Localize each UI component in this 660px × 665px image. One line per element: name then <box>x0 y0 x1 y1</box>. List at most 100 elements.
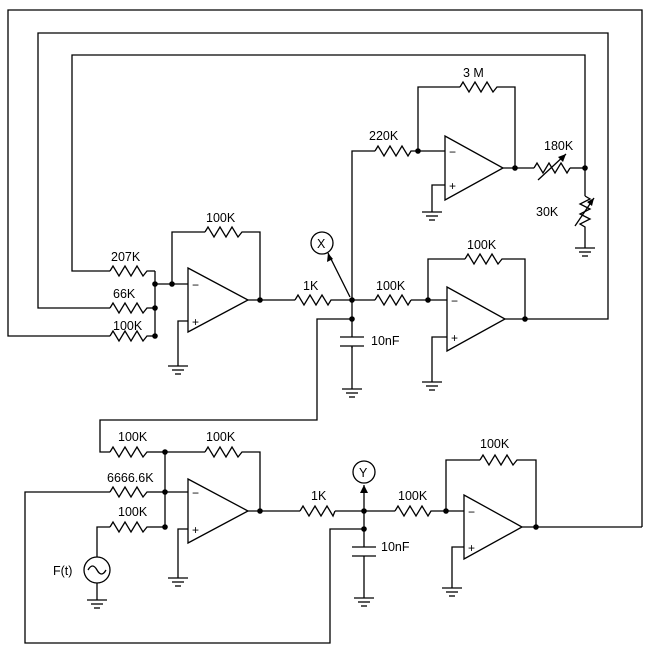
wires <box>7 9 643 644</box>
opamp-minus-sign: − <box>449 145 456 159</box>
label-probe-x: X <box>317 237 326 251</box>
probe-y <box>352 460 376 493</box>
label-r-bot2-fb: 100K <box>480 437 510 451</box>
grounds <box>87 211 595 609</box>
ground-symbol <box>168 365 188 375</box>
wire-node-x-up <box>351 150 375 300</box>
wire-source <box>96 526 110 557</box>
label-r-30k: 30K <box>536 205 559 219</box>
junction-dot <box>257 297 263 303</box>
label-r-207k: 207K <box>111 250 141 264</box>
ground-symbol <box>342 388 362 398</box>
wire-gnd4 <box>177 528 188 578</box>
junction-dot <box>415 148 421 154</box>
resistor-66k <box>109 301 150 315</box>
junction-dot <box>512 165 518 171</box>
opamp-minus-sign: − <box>192 486 199 500</box>
opamp-bottom-left: − + <box>187 477 250 545</box>
wire-gnd5 <box>451 546 464 588</box>
junction-dot <box>169 281 175 287</box>
opamp-minus-sign: − <box>192 278 199 292</box>
probe-x <box>310 231 351 298</box>
resistor-top-1k <box>294 293 333 307</box>
probe-x-arrowhead <box>327 253 333 262</box>
opamp-bottom-right: − + <box>463 493 524 561</box>
label-source: F(t) <box>53 564 72 578</box>
ground-symbol <box>442 587 462 597</box>
ground-symbol <box>575 247 595 257</box>
capacitors <box>340 336 376 557</box>
label-r-top-in100k: 100K <box>113 319 143 333</box>
wire-loop-outer <box>7 9 643 527</box>
label-r-220k: 220K <box>369 129 399 143</box>
wire-fb2-right <box>505 258 526 319</box>
resistor-bot-fb-100k <box>204 445 245 459</box>
wire-gnd2 <box>431 336 447 382</box>
opamp-middle-right: − + <box>446 285 507 353</box>
resistor-bot-in-100k-b <box>109 520 150 534</box>
wire-fb1-right <box>245 231 261 300</box>
probe-x-arrow <box>327 252 351 298</box>
pot-arrowhead-180k <box>558 154 566 162</box>
resistor-207k <box>109 264 150 278</box>
junction-dot <box>162 524 168 530</box>
wire-fb3-right <box>498 86 516 168</box>
label-c-top: 10nF <box>371 334 400 348</box>
resistor-top-fb-100k <box>204 225 245 239</box>
probe-x-circle <box>310 231 334 255</box>
label-r-top-1k: 1K <box>303 279 319 293</box>
wire-gnd3 <box>431 184 445 212</box>
resistor-bot2-fb-100k <box>479 453 520 467</box>
junction-dot <box>582 165 588 171</box>
wire-loop-middle <box>37 32 609 320</box>
resistor-220k <box>374 144 412 158</box>
wire-cross-down <box>99 318 352 453</box>
opamp-plus-sign: + <box>451 331 458 345</box>
opamp-top-right: − + <box>444 134 505 202</box>
labels: 3 M 220K 180K 30K 100K 207K 66K 100K 1K … <box>53 66 574 578</box>
ground-symbol <box>168 577 188 587</box>
junction-dot <box>152 305 158 311</box>
junction-dot <box>522 316 528 322</box>
wire-loop-bottom <box>24 491 362 644</box>
resistors <box>109 80 595 534</box>
label-r-bot-1k: 1K <box>311 489 327 503</box>
resistor-bot-in-100k-a <box>109 445 150 459</box>
junction-dot <box>257 508 263 514</box>
opamp-plus-sign: + <box>192 315 199 329</box>
wire-fb2-left <box>427 258 465 300</box>
junction-dot <box>361 526 367 532</box>
label-r-66k: 66K <box>113 287 136 301</box>
junction-dot <box>152 281 158 287</box>
junction-dot <box>162 449 168 455</box>
ground-symbol <box>422 381 442 391</box>
junctions <box>152 148 588 532</box>
label-probe-y: Y <box>359 466 368 480</box>
label-r-3m: 3 M <box>463 66 484 80</box>
probe-y-circle <box>352 460 376 484</box>
wire-fb1-left <box>171 231 205 284</box>
label-r-mid-fb: 100K <box>467 238 497 252</box>
opamp-plus-sign: + <box>192 523 199 537</box>
ground-symbol <box>354 597 374 607</box>
resistor-top-in-100k <box>109 329 150 343</box>
wire-fb3-left <box>417 86 460 151</box>
junction-dot <box>152 333 158 339</box>
opamp-minus-sign: − <box>468 505 475 519</box>
label-r-mid-in: 100K <box>376 279 406 293</box>
resistor-30k <box>578 195 592 230</box>
opamp-plus-sign: + <box>449 179 456 193</box>
sine-wave-icon <box>87 565 107 575</box>
opamps: − + − + − + − + − + <box>187 134 524 561</box>
ac-source-circle <box>83 556 111 584</box>
ac-source <box>83 556 111 584</box>
opamp-top-left: − + <box>187 266 250 334</box>
resistor-3m <box>459 80 498 94</box>
junction-dot <box>349 316 355 322</box>
wire-fb4-right <box>245 451 261 511</box>
probe-y-arrowhead <box>360 485 368 493</box>
wire-gnd1 <box>177 320 188 366</box>
opamp-minus-sign: − <box>451 294 458 308</box>
label-r-bot-fb: 100K <box>206 430 236 444</box>
